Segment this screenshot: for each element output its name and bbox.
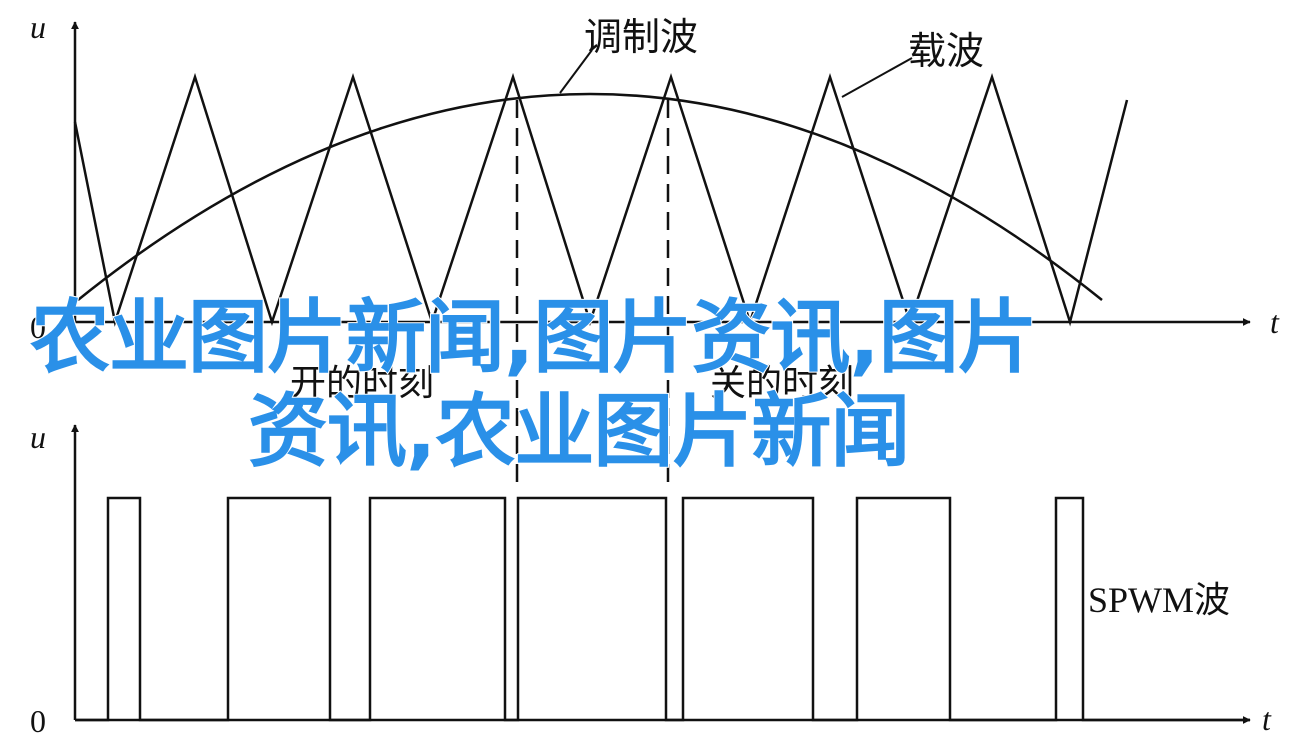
on-moment-label: 开的时刻 <box>290 363 434 403</box>
bottom-origin-label: 0 <box>30 703 46 739</box>
modulating-wave-leader <box>559 49 593 94</box>
bottom-x-axis-label: t <box>1262 701 1272 737</box>
top-x-axis-label: t <box>1270 304 1280 340</box>
top-origin-label: 0 <box>30 309 46 345</box>
spwm-wave-label: SPWM波 <box>1088 580 1230 620</box>
carrier-wave <box>73 72 1129 327</box>
bottom-panel: u t 0 SPWM波 <box>30 419 1272 739</box>
bottom-y-axis-label: u <box>30 419 46 455</box>
watermark-line-1: 农业图片新闻,图片资讯,图片 <box>29 291 1039 384</box>
carrier-wave-leader <box>841 57 913 98</box>
carrier-wave-label: 载波 <box>908 31 984 73</box>
top-panel: u t 0 调制波 载波 开的时刻 关的时刻 <box>30 9 1280 403</box>
watermark-line-2: 资讯,农业图片新闻 <box>247 385 911 478</box>
off-moment-label: 关的时刻 <box>710 363 854 403</box>
modulating-wave-label: 调制波 <box>584 17 698 59</box>
top-y-axis-label: u <box>30 9 46 45</box>
spwm-wave <box>75 496 1250 722</box>
